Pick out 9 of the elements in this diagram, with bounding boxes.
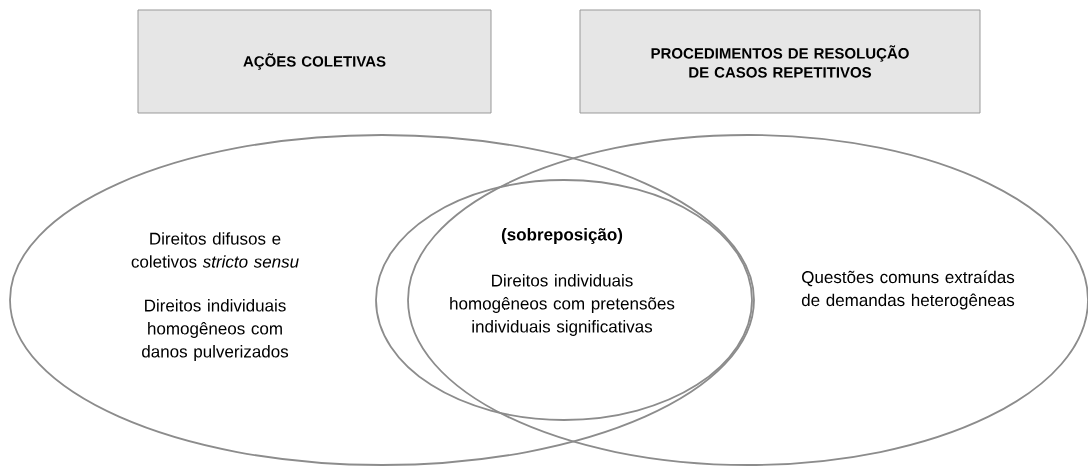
ellipse-text: Direitos difusos e coletivos stricto sensu (131, 232, 299, 268)
ellipse-text: (sobreposição) (501, 228, 623, 244)
ellipse-text: Direitos individuais homogêneos com pretensões individuais significativas (450, 274, 675, 336)
heading-box: AÇÕES COLETIVAS (137, 9, 492, 114)
heading-box: PROCEDIMENTOS DE RESOLUÇÃO DE CASOS REPETITIVOS (579, 9, 981, 114)
ellipse (9, 134, 755, 466)
ellipse (375, 179, 753, 421)
ellipse-text: Questões comuns extraídas de demandas heterogêneas (801, 270, 1015, 310)
ellipse-text: Direitos individuais homogêneos com danos pulverizados (142, 299, 289, 361)
